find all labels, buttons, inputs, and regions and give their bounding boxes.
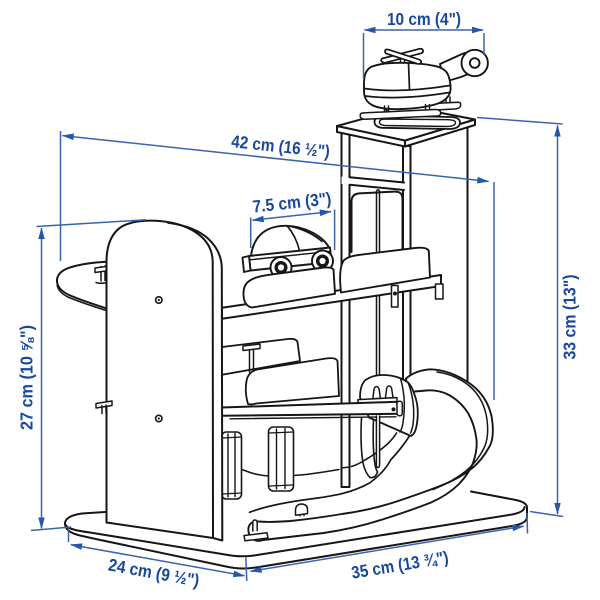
svg-text:10 cm (4"): 10 cm (4") xyxy=(387,9,461,29)
svg-text:42 cm (16 ½"): 42 cm (16 ½") xyxy=(230,131,331,161)
svg-text:27 cm (10 ⅝"): 27 cm (10 ⅝") xyxy=(17,325,37,430)
svg-text:33 cm (13"): 33 cm (13") xyxy=(559,275,579,360)
